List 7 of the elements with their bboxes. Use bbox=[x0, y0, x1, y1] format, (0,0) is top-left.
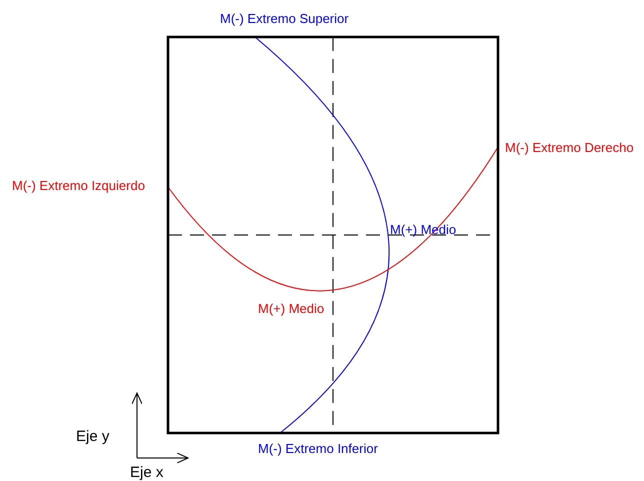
axis-label: Eje y bbox=[76, 428, 110, 445]
axis-label: Eje x bbox=[130, 464, 164, 481]
curve-label: M(-) Extremo Derecho bbox=[505, 140, 634, 155]
curve-label: M(+) Medio bbox=[258, 301, 324, 316]
curve-label: M(-) Extremo Izquierdo bbox=[12, 178, 145, 193]
curve-label: M(-) Extremo Superior bbox=[220, 11, 349, 26]
curve-label: M(-) Extremo Inferior bbox=[258, 441, 378, 456]
